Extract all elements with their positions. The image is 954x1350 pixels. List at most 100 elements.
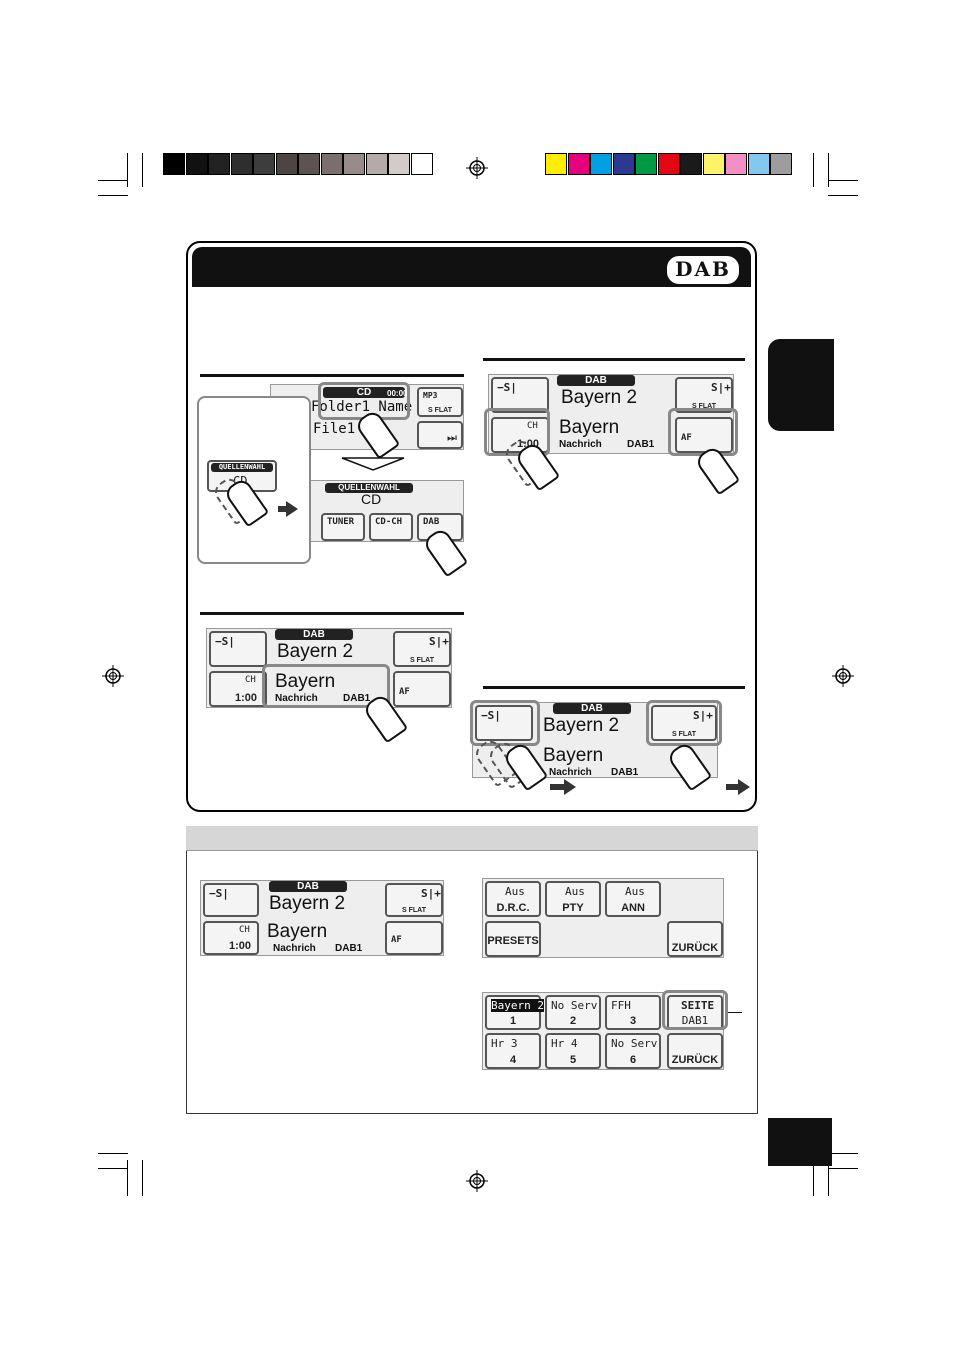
color-swatch (545, 153, 567, 175)
station-name: Bayern 2 (561, 387, 638, 408)
af-button[interactable]: AF (385, 921, 443, 955)
preset-4-button[interactable]: Hr 3 4 (485, 1033, 541, 1069)
seek-down-button[interactable]: −S| (203, 883, 259, 917)
color-swatch (725, 153, 747, 175)
channel-button[interactable]: CH 1:00 (491, 417, 549, 453)
file-name: File1 (313, 421, 356, 437)
registration-mark-icon (832, 665, 854, 687)
seek-up-button[interactable]: S|+ S FLAT (393, 631, 451, 667)
crop-mark (142, 1160, 143, 1196)
service-name: Bayern (543, 745, 604, 766)
gray-swatch (320, 153, 343, 175)
mp3-button[interactable]: MP3 S FLAT (417, 387, 463, 417)
station-name: Bayern 2 (543, 715, 620, 736)
crop-mark (813, 1160, 814, 1196)
seek-up-button[interactable]: S|+ S FLAT (651, 705, 717, 741)
seek-down-button[interactable]: −S| (209, 631, 267, 667)
preset-6-button[interactable]: No Serv 6 (605, 1033, 661, 1069)
registration-mark-icon (102, 665, 124, 687)
crop-mark (828, 180, 858, 181)
seek-up-button[interactable]: S|+ S FLAT (675, 377, 733, 413)
pty-button[interactable]: Aus PTY (545, 881, 601, 917)
dab-tag: DAB (553, 703, 631, 714)
step4-rule (483, 686, 745, 689)
color-swatch (635, 153, 657, 175)
af-button[interactable]: AF (393, 671, 451, 707)
back-button[interactable]: ZURÜCK (667, 1033, 723, 1069)
seek-down-button[interactable]: −S| (491, 377, 549, 413)
right-arrow-icon (286, 501, 298, 517)
preset-3-button[interactable]: FFH 3 (605, 995, 661, 1030)
color-swatch (680, 153, 702, 175)
pty-value: Nachrich (273, 943, 316, 954)
cd-tag: CD (323, 387, 405, 398)
color-swatch (567, 153, 590, 175)
registration-mark-icon (466, 157, 488, 179)
gray-swatch (298, 153, 320, 175)
gray-swatch (275, 153, 298, 175)
service-name: Bayern (267, 921, 328, 942)
seek-down-highlight (470, 700, 540, 746)
cd-changer-button[interactable]: CD-CH (369, 513, 413, 541)
folder-name: Folder1 Name (311, 399, 413, 415)
crop-mark (98, 1153, 128, 1154)
source-value: CD (361, 491, 382, 507)
gray-swatch (230, 153, 253, 175)
gray-swatch (410, 153, 433, 175)
dab-menu-screen: Aus D.R.C. Aus PTY Aus ANN PRESETS ZURÜC… (482, 878, 724, 958)
step3-rule (483, 358, 745, 361)
quellenwahl-tag: QUELLENWAHL (325, 483, 413, 493)
crop-mark (98, 1168, 128, 1169)
preset-list-screen: Bayern 2 1 No Serv 2 FFH 3 SEITE DAB1 Hr… (482, 992, 724, 1070)
card-title-bar: DAB (192, 247, 751, 287)
seek-up-button[interactable]: S|+ S FLAT (385, 883, 443, 917)
back-button[interactable]: ZURÜCK (667, 921, 723, 957)
dab-screen-info: −S| DAB Bayern 2 S|+ S FLAT CH 1:00 Baye… (200, 880, 444, 956)
gray-swatch (163, 153, 185, 175)
dab-tag: DAB (275, 629, 353, 640)
next-track-button[interactable]: ⏭ (417, 421, 463, 449)
preset-1-button[interactable]: Bayern 2 1 (485, 995, 544, 1030)
gray-swatch (388, 153, 410, 175)
callout-line (728, 1012, 742, 1013)
channel-button[interactable]: CH 1:00 (209, 671, 267, 707)
crop-mark (828, 1160, 829, 1196)
pty-value: Nachrich (549, 767, 592, 778)
dab-screen-step3: −S| DAB Bayern 2 S|+ S FLAT CH 1:00 Baye… (488, 374, 734, 454)
next-icon: ⏭ (447, 431, 457, 444)
color-swatch (590, 153, 612, 175)
preset-5-button[interactable]: Hr 4 5 (545, 1033, 601, 1069)
pty-value: Nachrich (559, 439, 602, 450)
right-arrow-icon (278, 506, 288, 512)
af-highlight (668, 408, 738, 456)
band-label: DAB1 (611, 767, 639, 778)
right-arrow-icon (726, 784, 740, 790)
cd-highlight (318, 382, 410, 420)
band-label: DAB1 (343, 693, 371, 704)
channel-button[interactable]: CH 1:00 (203, 921, 259, 955)
crop-mark (828, 195, 858, 196)
ann-button[interactable]: Aus ANN (605, 881, 661, 917)
drc-button[interactable]: Aus D.R.C. (485, 881, 541, 917)
right-arrow-icon (738, 779, 750, 795)
gray-swatch (365, 153, 388, 175)
dab-procedure-card: DAB (186, 241, 757, 812)
color-swatch (747, 153, 770, 175)
station-name: Bayern 2 (269, 893, 346, 914)
gray-swatch (185, 153, 208, 175)
dab-screen-step2: −S| DAB Bayern 2 S|+ S FLAT CH 1:00 Baye… (206, 628, 452, 708)
service-highlight (262, 664, 390, 708)
color-swatch (612, 153, 635, 175)
color-swatch (702, 153, 725, 175)
tuner-button[interactable]: TUNER (321, 513, 365, 541)
dab-tag: DAB (269, 881, 347, 892)
right-arrow-icon (564, 779, 576, 795)
service-name: Bayern (275, 671, 336, 692)
preset-2-button[interactable]: No Serv 2 (545, 995, 601, 1030)
step1-rule (200, 374, 464, 377)
gray-swatch (208, 153, 230, 175)
crop-mark (98, 195, 128, 196)
seek-down-button[interactable]: −S| (475, 705, 533, 741)
info-box-header (186, 826, 758, 851)
presets-button[interactable]: PRESETS (485, 921, 541, 957)
